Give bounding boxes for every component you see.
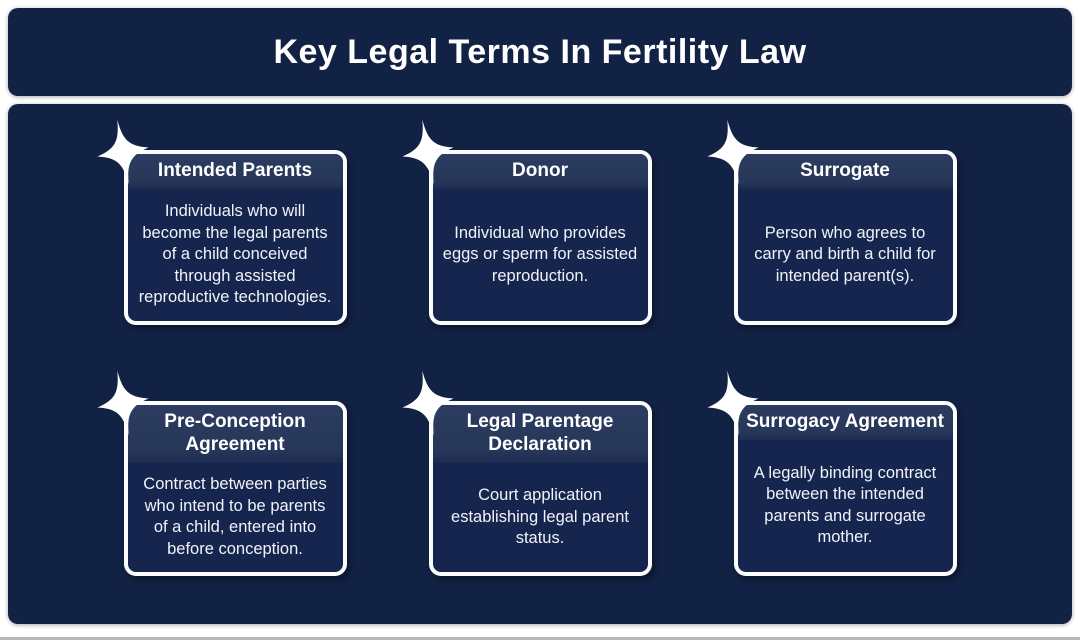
header-bar: Key Legal Terms In Fertility Law bbox=[8, 8, 1072, 96]
term-card-description: A legally binding contract between the i… bbox=[753, 464, 937, 547]
term-card-title: Surrogate bbox=[737, 154, 953, 189]
term-card-title: Intended Parents bbox=[127, 154, 343, 189]
term-card-donor: Donor Individual who provides eggs or sp… bbox=[401, 119, 652, 325]
term-card-pre-conception-agreement: Pre-Conception Agreement Contract betwee… bbox=[96, 370, 347, 576]
term-card-surrogacy-agreement: Surrogacy Agreement A legally binding co… bbox=[706, 370, 957, 576]
term-card-description: Court application establishing legal par… bbox=[451, 486, 629, 548]
term-card-description: Individuals who will become the legal pa… bbox=[138, 202, 332, 307]
page-title: Key Legal Terms In Fertility Law bbox=[273, 32, 807, 71]
term-card-surrogate: Surrogate Person who agrees to carry and… bbox=[706, 119, 957, 325]
term-card-description: Contract between parties who intend to b… bbox=[143, 475, 327, 558]
content-panel: Intended Parents Individuals who will be… bbox=[8, 104, 1072, 624]
term-card-description: Person who agrees to carry and birth a c… bbox=[754, 223, 936, 285]
term-card-intended-parents: Intended Parents Individuals who will be… bbox=[96, 119, 347, 325]
term-card-title: Pre-Conception Agreement bbox=[127, 405, 343, 463]
term-card-legal-parentage-declaration: Legal Parentage Declaration Court applic… bbox=[401, 370, 652, 576]
card-grid: Intended Parents Individuals who will be… bbox=[8, 104, 1072, 576]
term-card-title: Legal Parentage Declaration bbox=[432, 405, 648, 463]
term-card-title: Donor bbox=[432, 154, 648, 189]
term-card-description: Individual who provides eggs or sperm fo… bbox=[442, 223, 638, 285]
term-card-title: Surrogacy Agreement bbox=[737, 405, 953, 440]
